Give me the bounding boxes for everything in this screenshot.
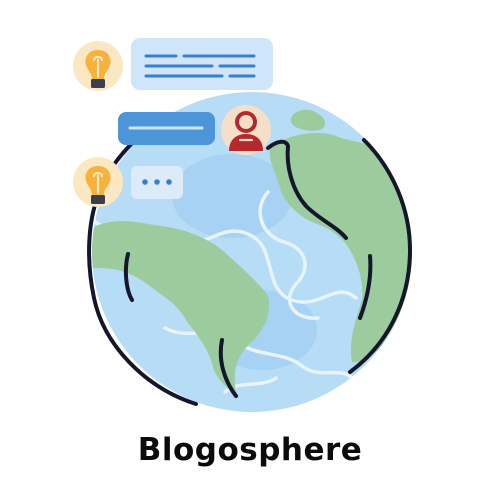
continent-eurafrica bbox=[269, 132, 412, 363]
user-avatar-icon bbox=[221, 105, 271, 155]
globe-outline-arc bbox=[87, 194, 198, 406]
globe-outline-arc bbox=[348, 138, 413, 374]
island bbox=[290, 109, 326, 131]
chat-bubble-icon bbox=[131, 38, 273, 90]
caption-title: Blogosphere bbox=[137, 432, 363, 468]
coastline bbox=[123, 252, 134, 302]
lightbulb-icon bbox=[73, 157, 123, 207]
lightbulb-icon bbox=[73, 41, 123, 91]
ocean-swirl bbox=[223, 376, 278, 394]
ocean-swirl bbox=[258, 190, 320, 320]
coastline bbox=[358, 254, 373, 320]
coastline bbox=[266, 139, 348, 240]
coastline bbox=[218, 338, 238, 398]
message-card-icon bbox=[118, 112, 215, 145]
typing-dots-icon bbox=[131, 166, 183, 199]
